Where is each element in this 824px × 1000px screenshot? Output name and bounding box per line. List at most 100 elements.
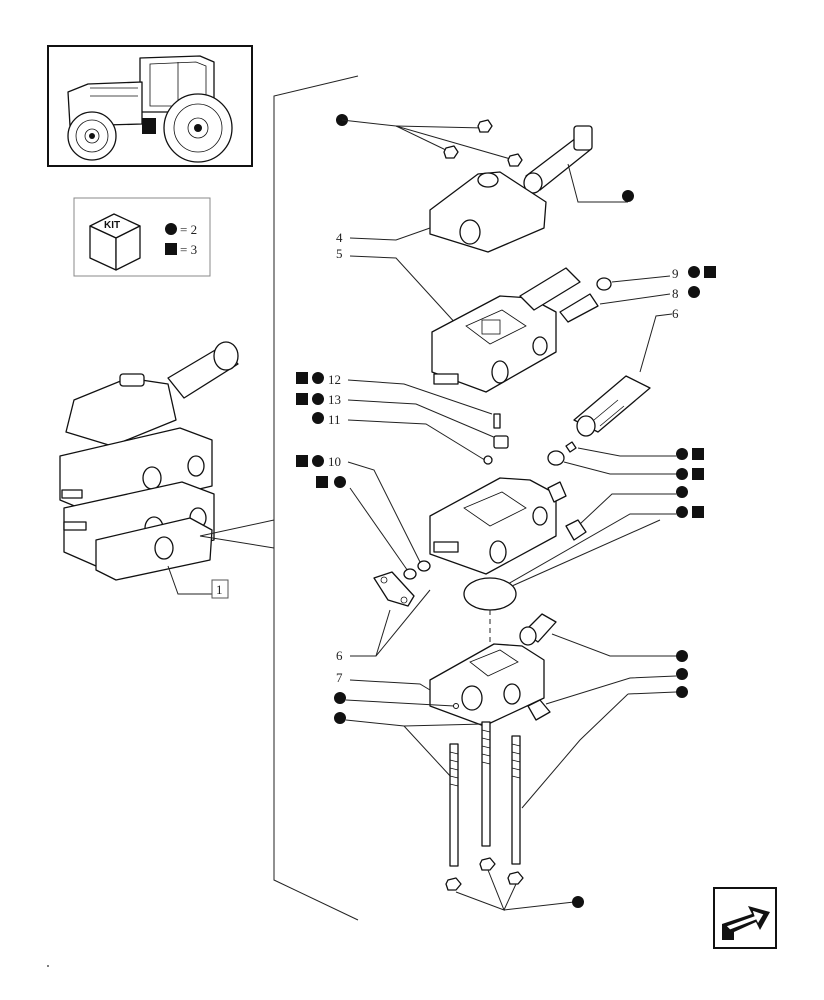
callout-12: 12 bbox=[328, 372, 341, 387]
solenoid-bottom bbox=[519, 613, 557, 646]
square-quantity: = 3 bbox=[180, 242, 197, 257]
filled-square-marker-icon bbox=[296, 393, 308, 405]
filled-circle-marker-icon bbox=[622, 190, 634, 202]
filled-square-marker-icon bbox=[692, 506, 704, 518]
callout-4: 4 bbox=[336, 230, 343, 245]
plug-section-2 bbox=[565, 519, 587, 541]
callout-leader-1 bbox=[167, 565, 212, 595]
end-plate-7 bbox=[429, 643, 545, 727]
filled-square-marker-icon bbox=[165, 243, 177, 255]
filled-circle-marker-icon bbox=[334, 712, 346, 724]
hex-nut-set-top bbox=[443, 119, 523, 167]
leader-8 bbox=[599, 293, 671, 305]
small-pin bbox=[453, 703, 459, 709]
filled-circle-marker-icon bbox=[312, 455, 324, 467]
filled-circle-marker-icon bbox=[676, 668, 688, 680]
callout-9: 9 bbox=[672, 266, 679, 281]
clip-and-washers bbox=[373, 560, 431, 607]
leader-12 bbox=[347, 379, 493, 415]
filled-square-marker-icon bbox=[296, 455, 308, 467]
large-o-ring bbox=[463, 577, 517, 611]
leader-5 bbox=[349, 255, 459, 327]
leader-right-a bbox=[577, 447, 676, 457]
leader-9 bbox=[611, 275, 671, 283]
filled-circle-marker-icon bbox=[312, 372, 324, 384]
callout-6-top: 6 bbox=[672, 306, 679, 321]
filled-circle-marker-icon bbox=[676, 506, 688, 518]
tractor-thumbnail[interactable] bbox=[47, 45, 253, 167]
kit-legend: KIT = 2 = 3 bbox=[73, 197, 211, 277]
callout-1: 1 bbox=[216, 582, 223, 597]
small-ring-section-2 bbox=[565, 441, 577, 453]
next-page-arrow-icon[interactable] bbox=[713, 887, 777, 949]
assembled-valve-drawing bbox=[59, 341, 239, 581]
filled-circle-marker-icon bbox=[688, 266, 700, 278]
leader-rod-b bbox=[403, 723, 485, 727]
callout-10: 10 bbox=[328, 454, 341, 469]
leader-10 bbox=[347, 461, 421, 563]
filled-square-marker-icon bbox=[692, 468, 704, 480]
bracket-link-lower bbox=[199, 535, 275, 549]
filled-square-marker-icon bbox=[316, 476, 328, 488]
filled-circle-marker-icon bbox=[312, 412, 324, 424]
callout-5: 5 bbox=[336, 246, 343, 261]
tie-rods bbox=[449, 721, 521, 867]
detent-parts bbox=[483, 413, 509, 465]
bracket-link-upper bbox=[199, 519, 275, 537]
hex-nut-set-bottom bbox=[445, 857, 524, 891]
callout-11: 11 bbox=[328, 412, 341, 427]
leader-plug-bottom bbox=[545, 675, 677, 705]
leader-solenoid-top bbox=[567, 163, 628, 203]
valve-section-2 bbox=[429, 477, 567, 575]
leader-solenoid-bottom bbox=[551, 633, 676, 657]
filled-square-marker-icon bbox=[704, 266, 716, 278]
leader-rod-a bbox=[345, 719, 453, 779]
filled-circle-marker-icon bbox=[676, 486, 688, 498]
leader-nuts-bottom-a bbox=[455, 869, 505, 911]
leader-6-top bbox=[639, 313, 673, 373]
filled-square-marker-icon bbox=[296, 372, 308, 384]
valve-section-1 bbox=[431, 267, 599, 393]
leader-washer bbox=[349, 487, 411, 575]
leader-7 bbox=[349, 679, 431, 691]
filled-circle-marker-icon bbox=[676, 686, 688, 698]
plug-bottom bbox=[527, 699, 551, 721]
leader-rod-c bbox=[521, 693, 629, 809]
o-ring-section-2 bbox=[547, 450, 565, 466]
leader-13 bbox=[347, 399, 497, 439]
leader-6-bottom-b bbox=[375, 609, 391, 657]
leader-right-b bbox=[563, 461, 676, 475]
filled-circle-marker-icon bbox=[165, 223, 177, 235]
tractor-thumbnail-icon bbox=[67, 55, 233, 163]
callout-13: 13 bbox=[328, 392, 341, 407]
filled-circle-marker-icon bbox=[312, 393, 324, 405]
callout-8: 8 bbox=[672, 286, 679, 301]
filled-circle-marker-icon bbox=[676, 448, 688, 460]
top-cover bbox=[429, 171, 547, 253]
leader-right-d bbox=[507, 513, 676, 585]
filled-square-marker-icon bbox=[692, 448, 704, 460]
leader-11 bbox=[347, 419, 489, 463]
filled-circle-marker-icon bbox=[676, 650, 688, 662]
filled-circle-marker-icon bbox=[334, 692, 346, 704]
solenoid-top bbox=[523, 125, 593, 194]
filled-circle-marker-icon bbox=[676, 468, 688, 480]
callout-6-bottom: 6 bbox=[336, 648, 343, 663]
leader-4 bbox=[349, 227, 431, 241]
filled-circle-marker-icon bbox=[572, 896, 584, 908]
kit-label: KIT bbox=[104, 220, 120, 231]
leader-nuts-top bbox=[341, 119, 397, 127]
callout-box-1 bbox=[211, 579, 229, 599]
leader-pin bbox=[345, 699, 455, 707]
callout-7: 7 bbox=[336, 670, 343, 685]
filled-circle-marker-icon bbox=[334, 476, 346, 488]
page-dot bbox=[47, 965, 49, 967]
group-bracket bbox=[273, 75, 359, 921]
circle-quantity: = 2 bbox=[180, 222, 197, 237]
kit-cube-icon bbox=[89, 213, 141, 271]
filled-circle-marker-icon bbox=[688, 286, 700, 298]
o-ring-9 bbox=[596, 277, 612, 291]
leader-right-c bbox=[579, 493, 676, 525]
solenoid-spool-6 bbox=[573, 375, 651, 437]
